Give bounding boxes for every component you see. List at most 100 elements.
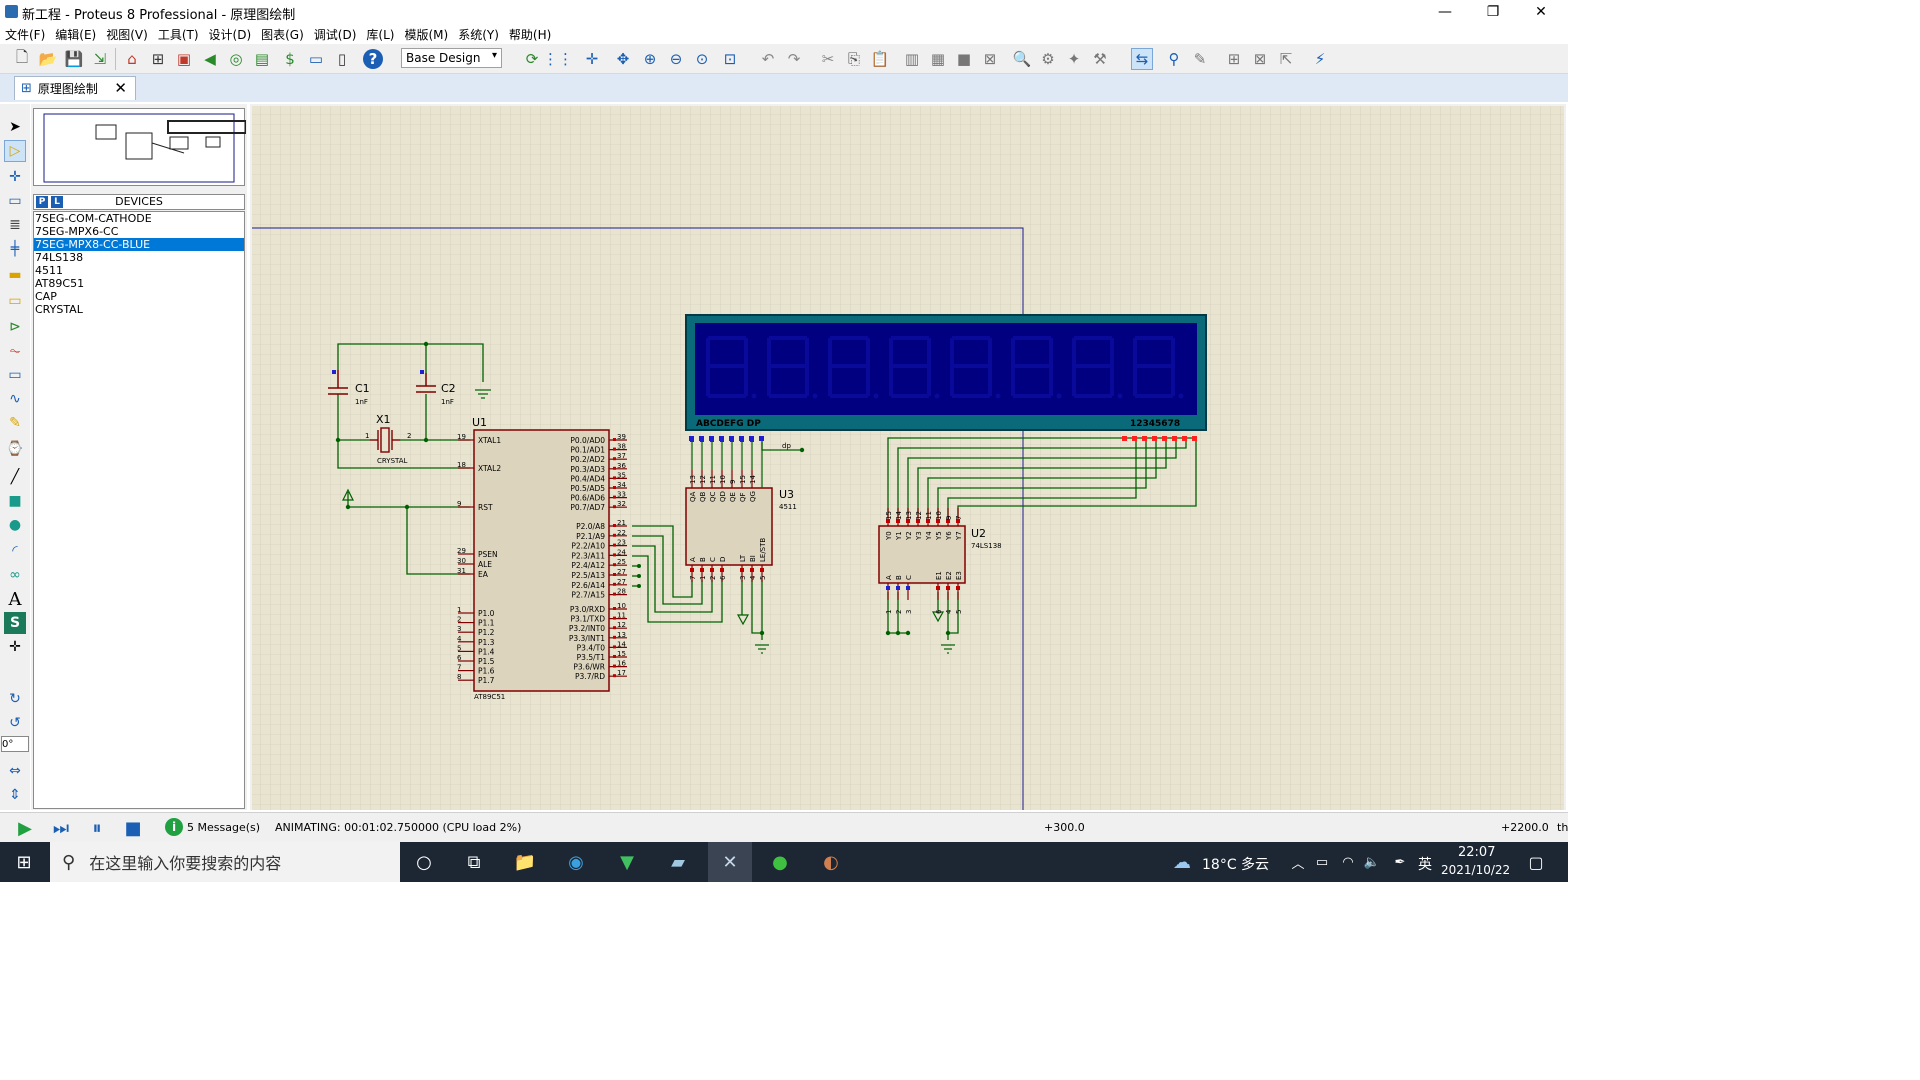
line-icon[interactable]: ╱ bbox=[10, 469, 20, 485]
ic-u2-74ls138[interactable]: 15Y014Y113Y212Y311Y410Y59Y67Y71A2B3C6E14… bbox=[878, 508, 966, 614]
pause-icon[interactable]: ⏸ bbox=[92, 817, 102, 839]
selection-mode-icon[interactable]: ➤ bbox=[9, 119, 21, 135]
search-tag-icon[interactable]: ⚲ bbox=[1168, 50, 1180, 68]
tape-recorder-icon[interactable]: ▭ bbox=[8, 367, 22, 383]
refresh-icon[interactable]: ⟳ bbox=[525, 50, 539, 68]
path-icon[interactable]: ∞ bbox=[9, 567, 21, 583]
seven-segment-display[interactable]: ABCDEFG DP 12345678 bbox=[685, 314, 1207, 431]
notes-app-icon[interactable]: ▰ bbox=[671, 851, 685, 873]
text-icon[interactable]: A bbox=[8, 588, 22, 610]
clock-date[interactable]: 2021/10/22 bbox=[1441, 863, 1511, 877]
packaging-tool-icon[interactable]: ✦ bbox=[1067, 50, 1081, 68]
copy-icon[interactable]: ⎘ bbox=[847, 50, 860, 68]
library-manager-button[interactable]: L bbox=[51, 196, 63, 208]
undo-icon[interactable]: ↶ bbox=[761, 50, 775, 68]
notification-icon[interactable]: ▢ bbox=[1528, 852, 1544, 872]
device-item[interactable]: CAP bbox=[35, 290, 57, 303]
zoom-in-icon[interactable]: ⊕ bbox=[643, 50, 657, 68]
new-file-icon[interactable]: 🗋 bbox=[15, 47, 29, 66]
device-item[interactable]: 74LS138 bbox=[35, 251, 84, 264]
junction-icon[interactable]: ✛ bbox=[9, 169, 21, 185]
edge-browser-icon[interactable]: ◉ bbox=[568, 851, 584, 873]
minimize-button[interactable]: — bbox=[1438, 4, 1452, 20]
play-icon[interactable]: ▶ bbox=[18, 817, 32, 839]
device-item[interactable]: CRYSTAL bbox=[35, 303, 83, 316]
voltage-probe-icon[interactable]: ✎ bbox=[9, 415, 21, 431]
battery-icon[interactable]: ▭ bbox=[1315, 854, 1329, 870]
tray-chevron-up-icon[interactable]: ︿ bbox=[1291, 856, 1305, 872]
paste-icon[interactable]: 📋 bbox=[870, 50, 890, 68]
zoom-all-icon[interactable]: ⊙ bbox=[695, 50, 709, 68]
device-item-selected[interactable]: 7SEG-MPX8-CC-BLUE bbox=[34, 238, 244, 251]
new-sheet-icon[interactable]: ⊞ bbox=[1227, 50, 1241, 68]
menu-file[interactable]: 文件(F) bbox=[5, 28, 46, 42]
clock-time[interactable]: 22:07 bbox=[1458, 845, 1496, 860]
text-script-icon[interactable]: ≣ bbox=[9, 217, 21, 233]
wire-autorouter-icon[interactable]: ⇆ bbox=[1131, 48, 1153, 70]
marker-icon[interactable]: ✛ bbox=[9, 639, 21, 655]
open-folder-icon[interactable]: 📂 bbox=[38, 50, 58, 68]
flip-vertical-icon[interactable]: ⇕ bbox=[9, 787, 21, 803]
3d-view-icon[interactable]: ◎ bbox=[229, 50, 243, 68]
arc-icon[interactable]: ◜ bbox=[12, 543, 18, 559]
box-icon[interactable]: ■ bbox=[8, 493, 22, 509]
menu-template[interactable]: 模版(M) bbox=[404, 28, 449, 42]
restore-button[interactable]: ❐ bbox=[1486, 4, 1500, 20]
generator-icon[interactable]: ∿ bbox=[9, 391, 21, 407]
task-view-icon[interactable]: ⧉ bbox=[467, 851, 481, 873]
step-icon[interactable]: ⏭ bbox=[52, 817, 70, 839]
menu-help[interactable]: 帮助(H) bbox=[508, 28, 552, 42]
pick-devices-button[interactable]: P bbox=[36, 196, 48, 208]
save-icon[interactable]: 💾 bbox=[64, 50, 84, 68]
menu-edit[interactable]: 编辑(E) bbox=[55, 28, 97, 42]
proteus-taskbar-icon[interactable]: ✕ bbox=[708, 842, 752, 882]
menu-graph[interactable]: 图表(G) bbox=[261, 28, 304, 42]
bom-icon[interactable]: ▤ bbox=[254, 50, 270, 68]
keil-app-icon[interactable]: ▼ bbox=[620, 851, 634, 873]
close-tab-icon[interactable]: ✕ bbox=[114, 79, 127, 97]
close-button[interactable]: ✕ bbox=[1535, 4, 1547, 20]
flip-horizontal-icon[interactable]: ⇔ bbox=[9, 763, 21, 779]
redo-icon[interactable]: ↷ bbox=[787, 50, 801, 68]
cortana-icon[interactable]: ○ bbox=[416, 851, 432, 873]
subcircuit-icon[interactable]: ▬ bbox=[8, 267, 22, 283]
component-mode-icon[interactable]: ▷ bbox=[4, 140, 26, 162]
design-select[interactable]: Base Design▾ bbox=[401, 48, 502, 68]
symbol-icon[interactable]: S bbox=[4, 612, 26, 634]
device-item[interactable]: 7SEG-MPX6-CC bbox=[35, 225, 119, 238]
origin-icon[interactable]: ✛ bbox=[585, 50, 599, 68]
menu-tools[interactable]: 工具(T) bbox=[157, 28, 199, 42]
device-item[interactable]: AT89C51 bbox=[35, 277, 85, 290]
rotate-clockwise-icon[interactable]: ↻ bbox=[9, 691, 21, 707]
wifi-icon[interactable]: ◠ bbox=[1342, 854, 1354, 870]
circle-icon[interactable]: ● bbox=[8, 517, 22, 533]
stop-icon[interactable]: ■ bbox=[124, 817, 142, 839]
capacitor-c1[interactable] bbox=[328, 370, 348, 395]
volume-icon[interactable]: 🔈 bbox=[1363, 854, 1381, 870]
device-item[interactable]: 4511 bbox=[35, 264, 63, 277]
wechat-icon[interactable]: ● bbox=[772, 851, 788, 873]
tab-schematic[interactable]: ⊞ 原理图绘制 ✕ bbox=[14, 76, 136, 100]
wire-label-icon[interactable]: ▭ bbox=[8, 193, 22, 209]
virtual-instrument-icon[interactable]: ⌚ bbox=[6, 441, 24, 457]
rotate-anticlockwise-icon[interactable]: ↺ bbox=[9, 715, 21, 731]
menu-system[interactable]: 系统(Y) bbox=[458, 28, 499, 42]
block-delete-icon[interactable]: ⊠ bbox=[983, 50, 997, 68]
home-icon[interactable]: ⌂ bbox=[127, 50, 137, 68]
terminal-icon[interactable]: ▭ bbox=[8, 293, 22, 309]
source-code-icon[interactable]: ▭ bbox=[308, 50, 324, 68]
ime-indicator[interactable]: 英 bbox=[1418, 857, 1432, 873]
make-device-icon[interactable]: ⚙ bbox=[1041, 50, 1055, 68]
block-copy-icon[interactable]: ▥ bbox=[904, 50, 920, 68]
crystal-x1[interactable] bbox=[370, 427, 400, 453]
avatar-app-icon[interactable]: ◐ bbox=[823, 851, 839, 873]
windows-start-icon[interactable]: ⊞ bbox=[16, 851, 32, 873]
taskbar-search-box[interactable]: ⚲在这里输入你要搜索的内容 bbox=[50, 842, 400, 882]
gerber-icon[interactable]: ◀ bbox=[204, 50, 216, 68]
bill-report-icon[interactable]: ⚡ bbox=[1314, 50, 1326, 68]
file-explorer-icon[interactable]: 📁 bbox=[513, 851, 537, 873]
pan-icon[interactable]: ✥ bbox=[616, 50, 630, 68]
